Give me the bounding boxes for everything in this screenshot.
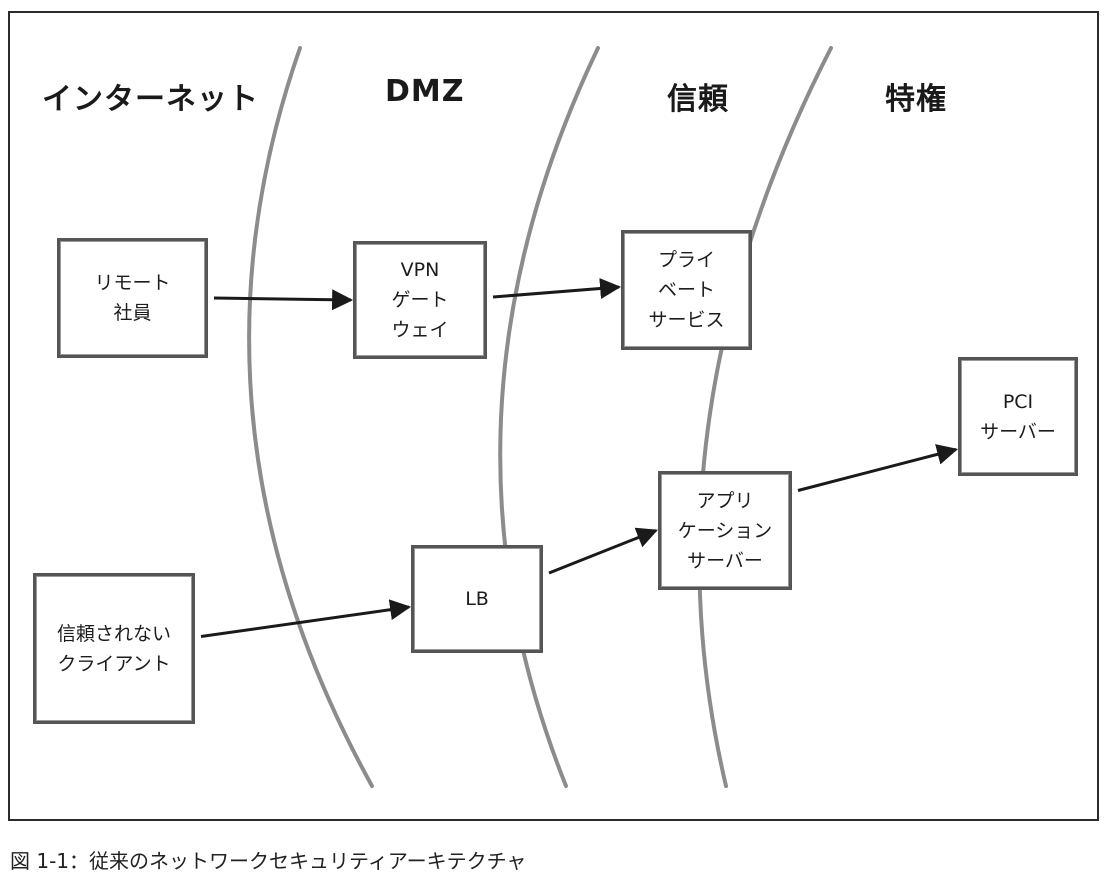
node-label: PCI サーバー bbox=[980, 390, 1056, 443]
node-label: プライ ベート サービス bbox=[648, 249, 725, 331]
node-load-balancer: LB bbox=[411, 545, 543, 653]
node-label: アプリ ケーション サーバー bbox=[677, 489, 773, 572]
arrow-vpn-gateway-to-private-service bbox=[492, 278, 622, 299]
zone-label-privileged: 特権 bbox=[885, 82, 947, 117]
node-private-service: プライ ベート サービス bbox=[621, 230, 752, 350]
arrow-load-balancer-to-app-server bbox=[548, 527, 658, 575]
arrow-untrusted-client-to-load-balancer bbox=[200, 599, 412, 638]
node-untrusted-client: 信頼されない クライアント bbox=[33, 573, 195, 724]
node-label: VPN ゲート ウェイ bbox=[391, 259, 449, 341]
zone-boundary-internet-dmz bbox=[247, 46, 374, 788]
zone-boundary-dmz-trusted bbox=[498, 46, 600, 788]
zone-label-internet: インターネット bbox=[42, 82, 259, 117]
zone-label-dmz: DMZ bbox=[385, 74, 465, 109]
node-label: リモート 社員 bbox=[94, 272, 171, 324]
arrow-app-server-to-pci-server bbox=[797, 444, 959, 492]
figure-caption: 図 1-1：従来のネットワークセキュリティアーキテクチャ bbox=[10, 849, 527, 873]
arrow-remote-employee-to-vpn-gateway bbox=[213, 289, 354, 311]
node-app-server: アプリ ケーション サーバー bbox=[658, 471, 792, 590]
node-pci-server: PCI サーバー bbox=[958, 357, 1078, 476]
zone-label-trusted: 信頼 bbox=[667, 82, 729, 117]
node-remote-employee: リモート 社員 bbox=[57, 238, 208, 358]
node-label: LB bbox=[465, 588, 489, 610]
node-label: 信頼されない クライアント bbox=[56, 622, 171, 675]
node-vpn-gateway: VPN ゲート ウェイ bbox=[353, 241, 487, 359]
zone-boundary-trusted-privileged bbox=[697, 46, 833, 788]
